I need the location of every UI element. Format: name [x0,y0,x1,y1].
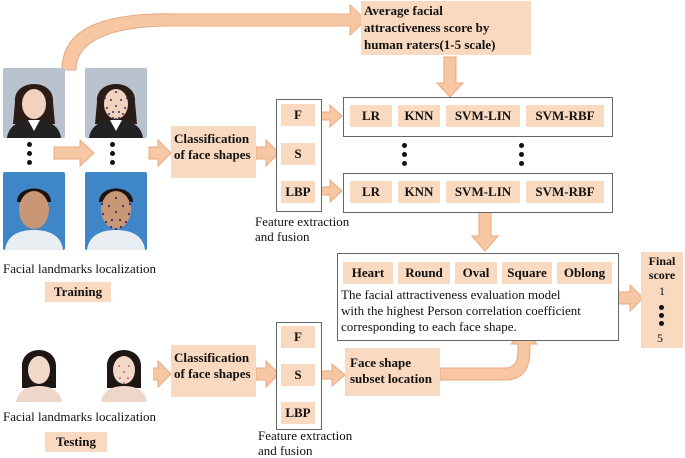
curved-arrow-to-score [61,3,367,71]
arrow-landmarks-to-classification [148,138,172,168]
training-feature-lbp: LBP [281,181,315,203]
training-faces-ellipsis-left [27,142,32,165]
score-line-3: human raters(1-5 scale) [364,37,496,52]
evaluation-description-line-2: with the highest Person correlation coef… [341,303,581,318]
shape-oval: Oval [455,262,497,284]
model-knn-row1: KNN [398,105,440,127]
man-portrait-icon [3,172,65,250]
testing-face-1 [10,338,68,402]
score-line-1: Average facial [364,3,443,18]
subset-line-2: subset location [350,371,432,386]
training-face-woman [3,68,65,138]
arrow-classification-to-features [255,138,280,168]
final-score-min: 1 [659,284,665,298]
average-score-box: Average facial attractiveness score by h… [361,1,531,55]
training-label: Training [45,282,111,302]
training-feature-f: F [281,104,315,126]
shape-heart: Heart [343,262,393,284]
arrow-testing-classification-to-features [255,359,280,389]
training-face-man-landmarks [85,172,147,250]
model-svm-lin-row2: SVM-LIN [446,181,520,203]
training-faces-ellipsis-right [110,142,115,165]
model-knn-row2: KNN [398,181,440,203]
arrow-models-to-evaluation [470,211,500,252]
testing-feature-s: S [281,364,315,386]
testing-feature-f: F [281,326,315,348]
testing-feature-caption: Feature extraction and fusion [258,428,352,458]
shape-oblong: Oblong [557,262,612,284]
models-ellipsis-right [519,143,524,166]
arrow-f-to-models-row1 [319,103,343,129]
arrow-score-to-models [435,56,465,98]
testing-feature-caption-line-2: and fusion [258,443,313,458]
arrow-evaluation-to-final-score [616,283,644,313]
final-score-box: Final score 1 [641,252,683,348]
evaluation-description: The facial attractiveness evaluation mod… [341,287,581,335]
score-line-2: attractiveness score by [364,20,490,35]
model-svm-rbf-row1: SVM-RBF [526,105,604,127]
evaluation-description-line-1: The facial attractiveness evaluation mod… [341,287,561,302]
model-lr-row1: LR [350,105,392,127]
final-score-label-1: Final [648,254,676,268]
model-svm-lin-row1: SVM-LIN [446,105,520,127]
testing-classification-box: Classification of face shapes [171,345,256,397]
training-face-man [3,172,65,250]
arrow-faces-to-landmarks [53,138,95,168]
evaluation-description-line-3: corresponding to each face shape. [341,319,517,334]
model-svm-rbf-row2: SVM-RBF [526,181,604,203]
man-landmarks-icon [85,172,147,250]
shape-square: Square [502,262,552,284]
arrow-lbp-to-models-row2 [319,178,343,204]
testing-feature-lbp: LBP [281,402,315,424]
testing-label: Testing [45,432,107,452]
training-classification-line-1: Classification [174,131,250,146]
testing-feature-caption-line-1: Feature extraction [258,428,353,443]
testing-classification-line-2: of face shapes [174,366,251,381]
testing-woman-landmarks-icon [95,338,153,402]
final-score-label-2: score [648,268,676,282]
testing-face-2 [95,338,153,402]
woman-landmarks-icon [85,68,147,138]
training-classification-box: Classification of face shapes [171,126,256,178]
shape-round: Round [398,262,450,284]
woman-portrait-icon [3,68,65,138]
testing-woman-portrait-icon [10,338,68,402]
training-feature-caption: Feature extraction and fusion [255,214,349,244]
testing-classification-line-1: Classification [174,350,250,365]
final-score-max: 5 [657,331,663,345]
testing-landmarks-caption: Facial landmarks localization [3,409,157,424]
training-feature-caption-line-2: and fusion [255,229,310,244]
face-shape-subset-box: Face shape subset location [345,348,440,396]
final-score-ellipsis [659,305,664,326]
training-landmarks-caption: Facial landmarks localization [3,261,157,276]
models-ellipsis-left [402,143,407,166]
model-lr-row2: LR [350,181,392,203]
arrow-s-to-subset [319,362,346,388]
training-classification-line-2: of face shapes [174,147,251,162]
subset-line-1: Face shape [350,355,412,370]
training-face-woman-landmarks [85,68,147,138]
training-feature-s: S [281,143,315,165]
training-feature-caption-line-1: Feature extraction [255,214,350,229]
